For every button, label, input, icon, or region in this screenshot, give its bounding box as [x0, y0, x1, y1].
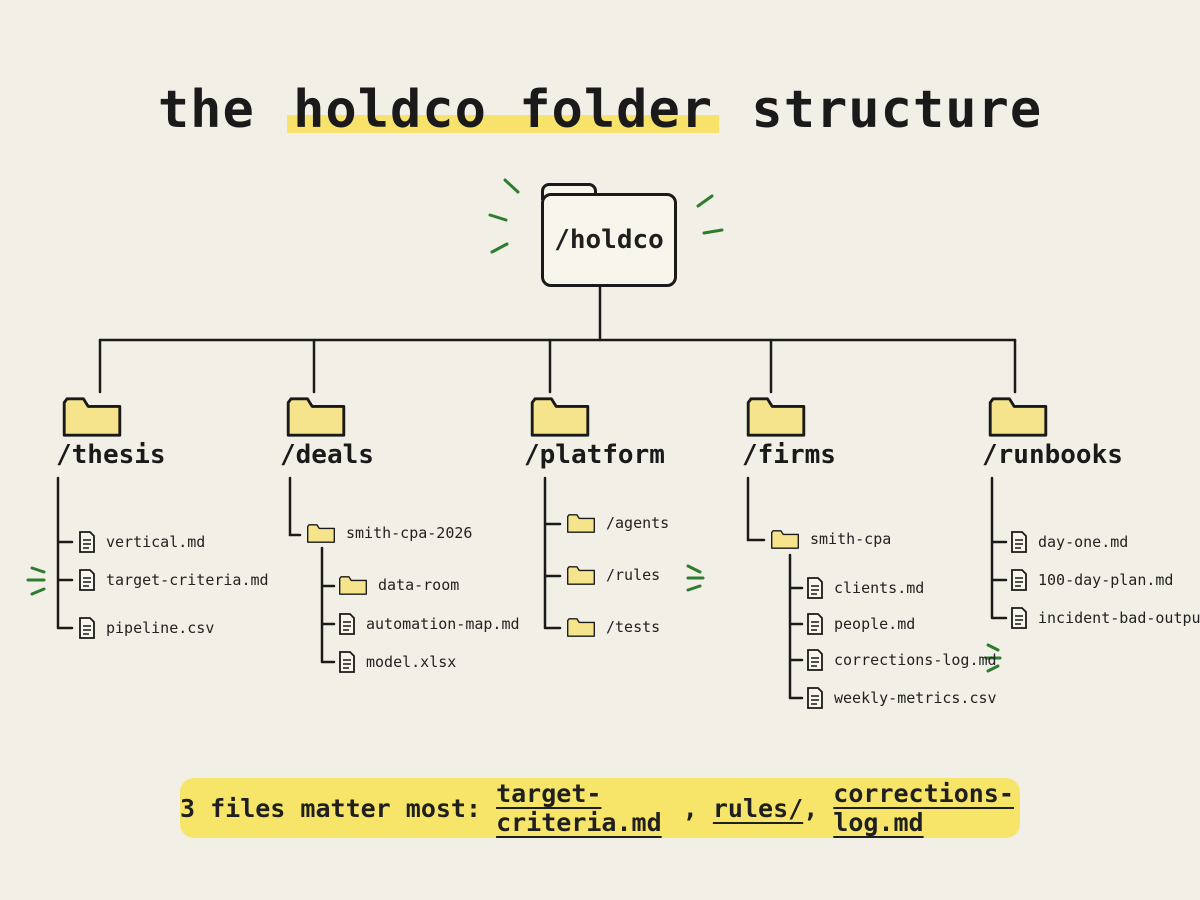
footer-item-rules[interactable]: rules/: [712, 793, 804, 823]
folder-icon: [771, 530, 799, 549]
tree-item-platform-0-label: /agents: [606, 514, 670, 532]
key-files-banner: 3 files matter most: target-criteria.md …: [180, 778, 1020, 838]
tree-item-runbooks-1[interactable]: 100-day-plan.md: [1010, 568, 1173, 592]
tree-item-deals-0-2-label: model.xlsx: [366, 653, 457, 671]
file-icon: [1011, 531, 1027, 553]
branch-platform[interactable]: /platform: [524, 440, 665, 470]
title-lead: the: [157, 80, 255, 140]
file-icon: [1011, 607, 1027, 629]
file-icon: [79, 617, 95, 639]
file-icon: [807, 649, 823, 671]
tree-item-deals-0-1-label: automation-map.md: [366, 615, 520, 633]
folder-icon: [567, 514, 595, 533]
footer-sep-2: ,: [803, 793, 834, 823]
tree-item-firms-0[interactable]: smith-cpa: [770, 528, 891, 550]
footer-item-target-criteria[interactable]: target-criteria.md: [496, 779, 662, 837]
root-folder[interactable]: /holdco: [541, 193, 677, 287]
tree-item-thesis-1-label: target-criteria.md: [106, 571, 269, 589]
tree-item-platform-2[interactable]: /tests: [566, 616, 660, 638]
tree-item-platform-1-label: /rules: [606, 566, 661, 584]
tree-item-deals-0-1[interactable]: automation-map.md: [338, 612, 520, 636]
tree-item-firms-0-label: smith-cpa: [810, 530, 892, 548]
diagram-title: the holdco folder structure: [0, 80, 1200, 140]
tree-item-thesis-2-label: pipeline.csv: [106, 619, 215, 637]
folder-icon: [567, 566, 595, 585]
file-icon: [79, 569, 95, 591]
tree-item-firms-0-1-label: people.md: [834, 615, 916, 633]
file-icon: [339, 613, 355, 635]
title-highlight: holdco folder: [287, 80, 720, 140]
branch-firms[interactable]: /firms: [742, 440, 836, 470]
folder-icon: [307, 524, 335, 543]
branch-thesis[interactable]: /thesis: [56, 440, 166, 470]
tree-item-thesis-0-label: vertical.md: [106, 533, 206, 551]
folder-icon: [988, 397, 1048, 437]
tree-item-firms-0-2-label: corrections-log.md: [834, 651, 997, 669]
file-icon: [339, 651, 355, 673]
tree-item-firms-0-2[interactable]: corrections-log.md: [806, 648, 997, 672]
folder-icon: [746, 397, 806, 437]
tree-item-firms-0-1[interactable]: people.md: [806, 612, 915, 636]
tree-item-platform-2-label: /tests: [606, 618, 661, 636]
footer-item-corrections-log[interactable]: corrections-log.md: [833, 779, 1014, 837]
tree-item-runbooks-0[interactable]: day-one.md: [1010, 530, 1128, 554]
tree-item-deals-0-0[interactable]: data-room: [338, 574, 459, 596]
tree-item-firms-0-3-label: weekly-metrics.csv: [834, 689, 997, 707]
tree-item-deals-0-0-label: data-room: [378, 576, 460, 594]
tree-item-firms-0-0-label: clients.md: [834, 579, 925, 597]
tree-item-runbooks-0-label: day-one.md: [1038, 533, 1129, 551]
tree-item-runbooks-2-label: incident-bad-output.md: [1038, 609, 1200, 627]
tree-item-thesis-0[interactable]: vertical.md: [78, 530, 205, 554]
file-icon: [79, 531, 95, 553]
folder-icon: [286, 397, 346, 437]
folder-icon: [62, 397, 122, 437]
tree-item-deals-0-label: smith-cpa-2026: [346, 524, 473, 542]
tree-item-thesis-2[interactable]: pipeline.csv: [78, 616, 214, 640]
tree-item-deals-0-2[interactable]: model.xlsx: [338, 650, 456, 674]
title-tail: structure: [751, 80, 1043, 140]
file-icon: [807, 613, 823, 635]
emphasis-marks: [26, 178, 1002, 673]
tree-item-deals-0[interactable]: smith-cpa-2026: [306, 522, 472, 544]
folder-icon: [530, 397, 590, 437]
file-icon: [807, 687, 823, 709]
folder-icon: [339, 576, 367, 595]
tree-item-firms-0-0[interactable]: clients.md: [806, 576, 924, 600]
tree-item-platform-0[interactable]: /agents: [566, 512, 669, 534]
tree-item-runbooks-2[interactable]: incident-bad-output.md: [1010, 606, 1200, 630]
folder-icon: [567, 618, 595, 637]
file-icon: [807, 577, 823, 599]
tree-item-firms-0-3[interactable]: weekly-metrics.csv: [806, 686, 997, 710]
tree-item-thesis-1[interactable]: target-criteria.md: [78, 568, 269, 592]
branch-runbooks[interactable]: /runbooks: [982, 440, 1123, 470]
tree-item-platform-1[interactable]: /rules: [566, 564, 660, 586]
branch-deals[interactable]: /deals: [280, 440, 374, 470]
tree-item-runbooks-1-label: 100-day-plan.md: [1038, 571, 1174, 589]
root-folder-label: /holdco: [554, 225, 664, 255]
footer-lead: 3 files matter most:: [180, 793, 497, 823]
footer-sep-1: ,: [682, 793, 713, 823]
file-icon: [1011, 569, 1027, 591]
